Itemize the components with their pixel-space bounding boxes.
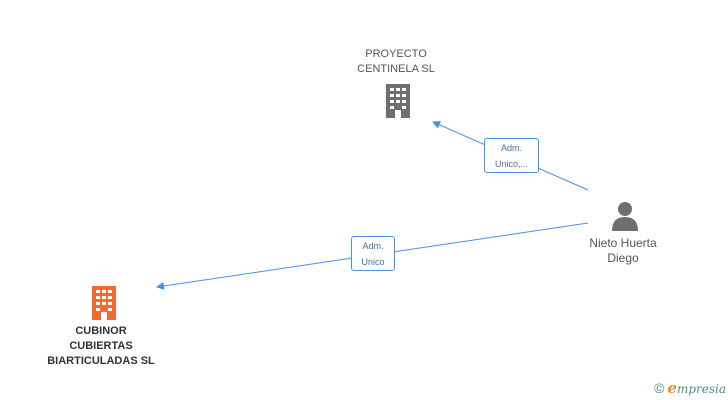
brand-wordmark: empresia	[667, 379, 726, 398]
company-label-cubinor[interactable]: CUBINOR CUBIERTAS BIARTICULADAS SL	[47, 325, 155, 367]
empresia-logo[interactable]: © empresia	[654, 379, 726, 397]
building-icon[interactable]	[383, 84, 413, 118]
copyright-icon: ©	[654, 380, 665, 396]
brand-wordmark-e: e	[667, 378, 677, 397]
edge-label-adm-unico-cubinor[interactable]: Adm. Unico	[351, 236, 395, 271]
brand-wordmark-name: mpresia	[676, 381, 726, 396]
company-label-proyecto-centinela[interactable]: PROYECTO CENTINELA SL	[357, 48, 435, 75]
person-label-nieto-huerta-diego[interactable]: Nieto Huerta Diego	[589, 236, 657, 265]
building-icon[interactable]	[89, 286, 119, 320]
edge-label-adm-unico-proyecto[interactable]: Adm. Unico,...	[484, 138, 539, 173]
person-icon[interactable]	[611, 201, 639, 231]
